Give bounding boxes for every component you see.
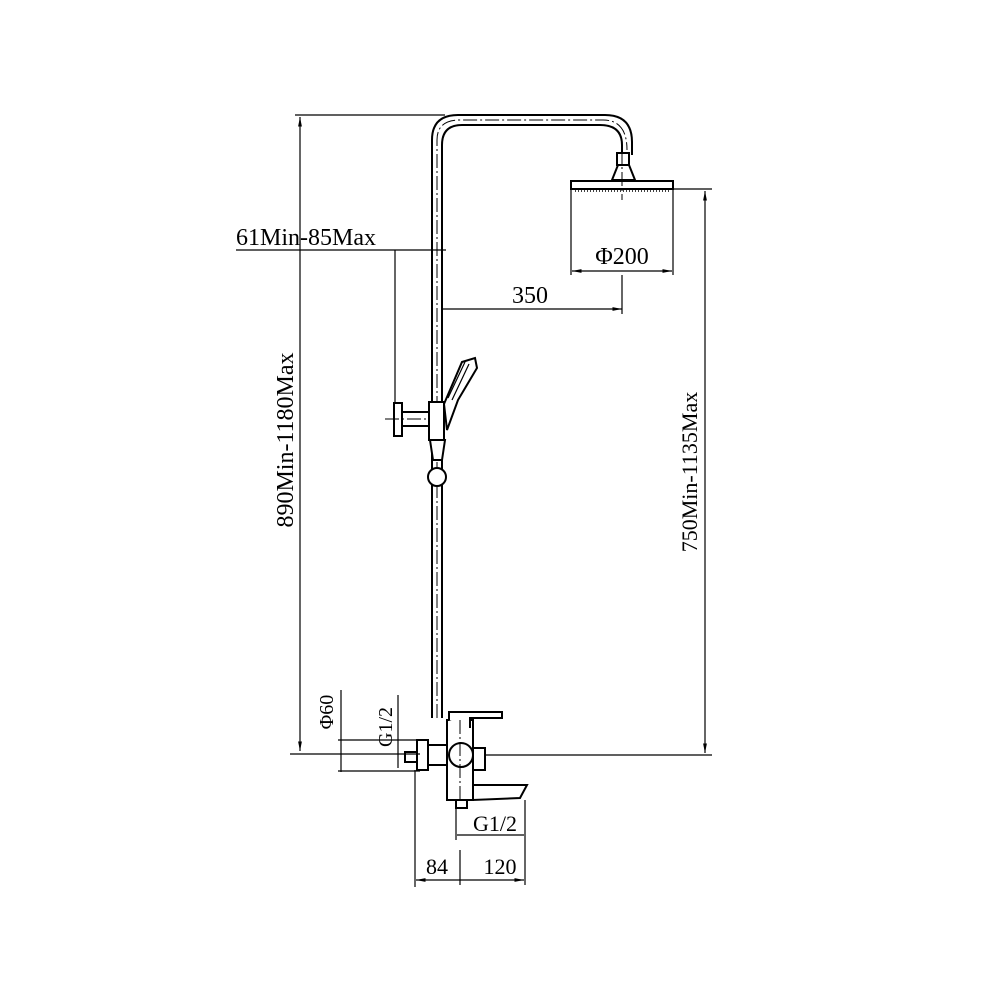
rain-shower-head [570, 150, 674, 200]
head-height-label: 750Min-1135Max [677, 392, 702, 553]
hand-shower-holder [385, 356, 479, 487]
bath-mixer [404, 711, 529, 809]
bracket-offset-label: 61Min-85Max [236, 225, 376, 251]
riser-pipe [431, 114, 633, 718]
dimension-lines [236, 114, 712, 887]
flange-diameter-label: Φ60 [316, 695, 338, 730]
head-diameter-label: Φ200 [595, 244, 649, 270]
total-height-label: 890Min-1180Max [273, 352, 299, 527]
arm-length-label: 350 [512, 283, 548, 309]
spout-length-label: 120 [484, 854, 517, 879]
inlet-thread-label: G1/2 [375, 707, 397, 747]
outlet-thread-label: G1/2 [473, 811, 517, 836]
wall-offset-label: 84 [426, 854, 448, 879]
